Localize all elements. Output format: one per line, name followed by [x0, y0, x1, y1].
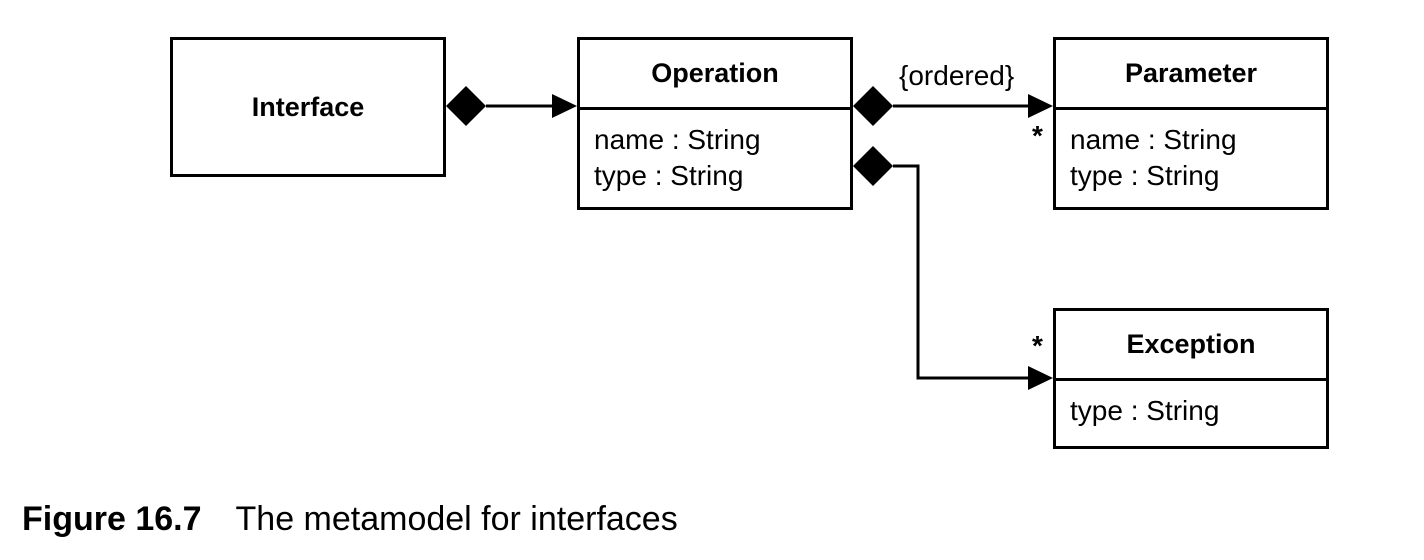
- parameter-multiplicity: *: [1032, 120, 1043, 151]
- class-name: Operation: [651, 58, 779, 88]
- attribute: name : String: [1070, 124, 1237, 155]
- figure-caption: Figure 16.7 The metamodel for interfaces: [22, 500, 678, 539]
- navigation-arrowhead: [1028, 366, 1053, 390]
- association-line: [893, 164, 1041, 380]
- composition-interface-operation: [446, 86, 577, 126]
- class-name: Exception: [1126, 329, 1256, 359]
- navigation-arrowhead: [1028, 94, 1053, 118]
- attribute: type : String: [1070, 160, 1220, 191]
- caption-text: The metamodel for interfaces: [235, 500, 678, 538]
- class-name: Interface: [251, 92, 365, 122]
- attribute: type : String: [594, 160, 744, 191]
- composition-operation-parameter: [853, 86, 1053, 126]
- attribute-compartment: name : String type : String: [1056, 107, 1326, 194]
- navigation-arrowhead: [552, 94, 577, 118]
- class-parameter: Parameter name : String type : String: [1053, 37, 1329, 210]
- composition-diamond: [853, 146, 893, 186]
- attribute-compartment: name : String type : String: [580, 107, 850, 194]
- composition-operation-exception: [853, 146, 1053, 390]
- class-exception: Exception type : String: [1053, 308, 1329, 449]
- exception-multiplicity: *: [1032, 330, 1043, 361]
- composition-diamond: [446, 86, 486, 126]
- class-name: Parameter: [1124, 58, 1258, 88]
- ordered-constraint-label: {ordered}: [899, 60, 1015, 91]
- figure-number: Figure 16.7: [22, 500, 202, 538]
- composition-diamond: [853, 86, 893, 126]
- class-operation: Operation name : String type : String: [577, 37, 853, 210]
- attribute: type : String: [1070, 395, 1220, 426]
- class-interface: Interface: [170, 37, 446, 177]
- attribute: name : String: [594, 124, 761, 155]
- attribute-compartment: type : String: [1056, 378, 1326, 429]
